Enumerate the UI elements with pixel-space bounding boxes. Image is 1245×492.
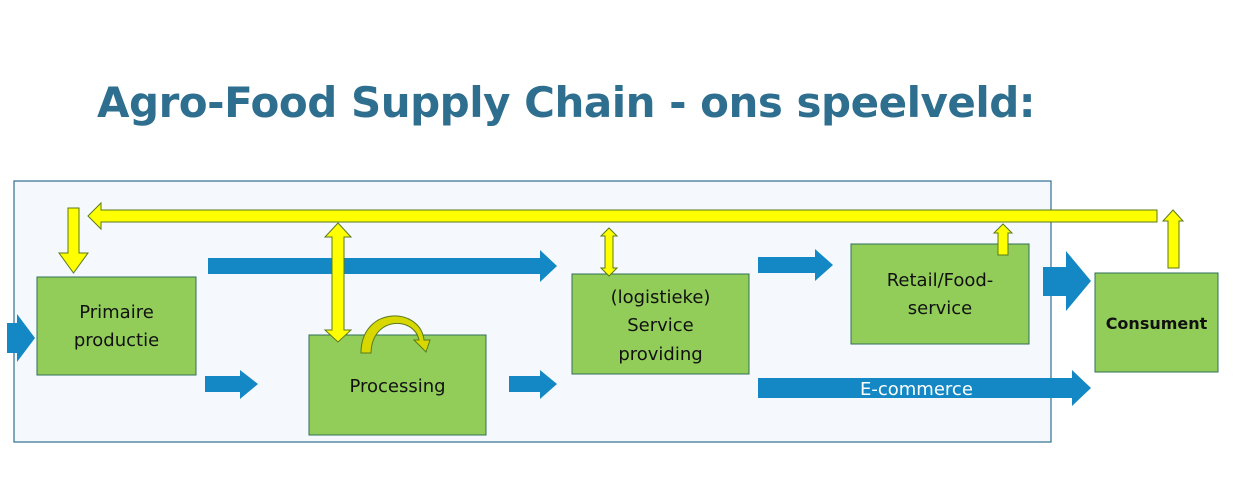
input-arrow (7, 314, 35, 362)
feedback-double-arrow-processing (323, 222, 353, 343)
box-service-line-3: providing (618, 344, 702, 365)
feedback-double-arrow-service (599, 227, 619, 277)
page-title: Agro-Food Supply Chain - ons speelveld: (97, 78, 1036, 127)
box-retail-foodservice: Retail/Food- service (850, 243, 1030, 345)
feedback-arrow-top (87, 201, 1158, 231)
box-retail-line-2: service (908, 298, 972, 319)
box-processing-line-1: Processing (349, 376, 445, 397)
box-processing: Processing (308, 334, 487, 436)
flow-arrow-service-to-retail (758, 249, 833, 281)
box-primaire-line-2: productie (74, 330, 159, 351)
box-primaire-line-1: Primaire (79, 302, 154, 323)
feedback-arrow-up-consument (1161, 209, 1185, 269)
flow-arrow-primaire-to-service (208, 250, 557, 282)
box-service-providing: (logistieke) Service providing (571, 273, 750, 375)
box-service-line-1: (logistieke) (611, 287, 711, 308)
processing-loop-arrow (360, 315, 431, 354)
flow-arrow-primaire-to-processing (205, 370, 258, 399)
box-consument-line-1: Consument (1106, 314, 1208, 333)
flow-arrow-retail-to-consument (1043, 251, 1091, 311)
box-consument: Consument (1094, 272, 1219, 373)
ecommerce-arrow (758, 370, 1091, 406)
box-service-line-2: Service (627, 315, 694, 336)
box-primaire-productie: Primaire productie (36, 276, 197, 376)
feedback-arrow-down-primaire (58, 207, 89, 274)
box-retail-line-1: Retail/Food- (887, 270, 994, 291)
feedback-arrow-up-retail (992, 223, 1014, 256)
ecommerce-label: E-commerce (860, 379, 973, 400)
flow-arrow-processing-to-service (509, 370, 557, 399)
